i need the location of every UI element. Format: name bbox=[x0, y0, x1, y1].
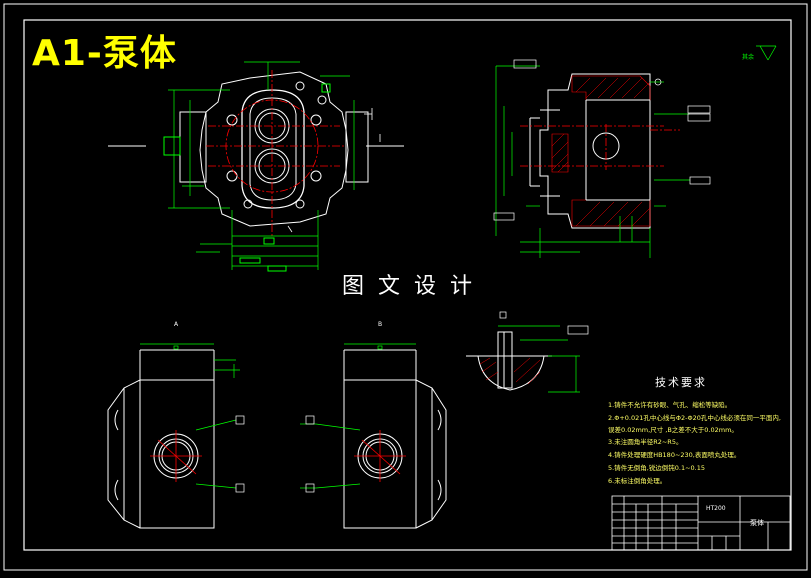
tech-requirement-2b: 误差0.02mm,尺寸 ,B之差不大于0.02mm。 bbox=[608, 426, 738, 434]
tech-requirement-5: 5.铸件无倒角,锐边倒钝0.1~0.15 bbox=[608, 464, 706, 472]
tech-requirement-6: 6.未标注倒角处理。 bbox=[608, 477, 667, 485]
tech-requirement-2: 2.Φ+0.021孔中心线与Φ2-Φ20孔中心线必须在同一平面内, bbox=[608, 414, 781, 422]
gear-cavity bbox=[241, 89, 305, 209]
detail-view bbox=[466, 311, 589, 393]
view-b bbox=[300, 343, 447, 529]
title-block-part-name: 泵体 bbox=[750, 519, 764, 527]
title-block-material: HT200 bbox=[706, 505, 726, 512]
inner-frame bbox=[23, 19, 792, 551]
tech-requirements-heading: 技术要求 bbox=[655, 376, 707, 389]
watermark-text: 图文设计 bbox=[342, 274, 487, 299]
section-view bbox=[493, 45, 777, 258]
roughness-note: 其余 bbox=[742, 54, 755, 61]
view-b-label: B bbox=[378, 321, 383, 328]
tech-requirement-4: 4.铸件处理硬度HB180~230,表面喷丸处理。 bbox=[608, 451, 741, 459]
view-a-label: A bbox=[174, 321, 179, 328]
tech-requirement-1: 1.铸件不允许有砂眼、气孔、缩松等缺陷。 bbox=[608, 401, 732, 409]
title-block bbox=[611, 495, 791, 551]
view-a bbox=[107, 343, 245, 529]
drawing-title: A1-泵体 bbox=[32, 33, 177, 74]
front-view bbox=[108, 61, 404, 272]
outer-frame bbox=[3, 3, 808, 571]
front-view-outline bbox=[199, 71, 349, 227]
tech-requirement-3: 3.未注圆角半径R2~R5。 bbox=[608, 438, 683, 446]
